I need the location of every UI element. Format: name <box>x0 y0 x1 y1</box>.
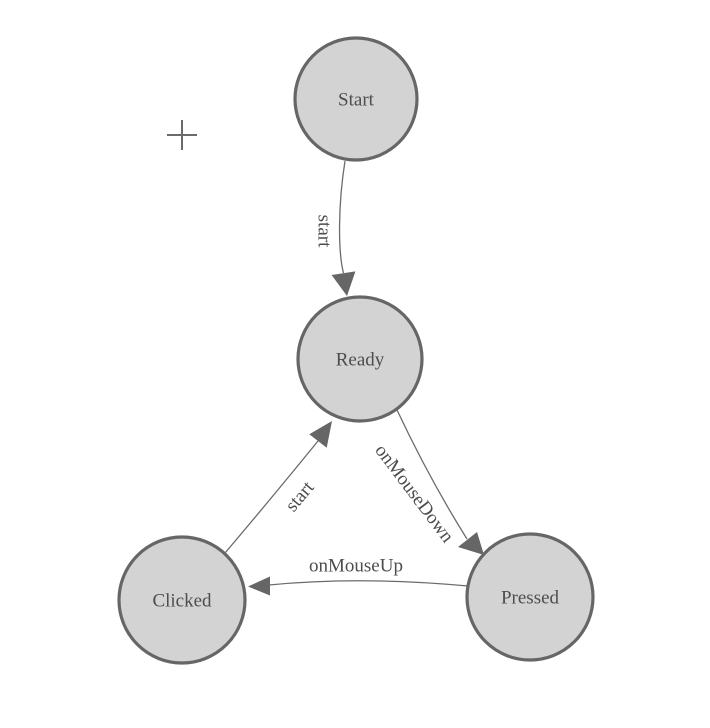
state-node-pressed[interactable]: Pressed <box>465 532 595 662</box>
state-node-start[interactable]: Start <box>293 36 419 162</box>
arrowhead-icon-ready-to-pressed <box>458 532 484 555</box>
transition-edge-clicked-to-ready[interactable] <box>224 440 319 554</box>
transition-label-start-to-ready: start <box>313 215 334 248</box>
state-circle-start[interactable] <box>293 36 419 162</box>
transition-pressed-to-clicked[interactable]: onMouseUp <box>248 556 469 596</box>
transition-label-clicked-to-ready: start <box>281 477 319 516</box>
state-circle-clicked[interactable] <box>117 535 247 665</box>
transition-edge-pressed-to-clicked[interactable] <box>268 580 469 587</box>
transition-edge-ready-to-pressed[interactable] <box>396 409 468 540</box>
transition-label-ready-to-pressed: onMouseDown <box>370 441 458 548</box>
transition-ready-to-pressed[interactable]: onMouseDown <box>370 409 484 555</box>
transition-label-pressed-to-clicked: onMouseUp <box>309 556 403 577</box>
state-node-clicked[interactable]: Clicked <box>117 535 247 665</box>
state-circle-pressed[interactable] <box>465 532 595 662</box>
transition-clicked-to-ready[interactable]: start <box>224 421 332 554</box>
state-node-ready[interactable]: Ready <box>296 295 424 423</box>
crosshair-cursor-icon <box>167 120 197 150</box>
state-circle-ready[interactable] <box>296 295 424 423</box>
arrowhead-icon-clicked-to-ready <box>309 421 332 448</box>
transition-edge-start-to-ready[interactable] <box>338 160 346 274</box>
arrowhead-icon-start-to-ready <box>331 271 356 296</box>
arrowhead-icon-pressed-to-clicked <box>248 576 270 596</box>
transition-start-to-ready[interactable]: start <box>313 160 356 296</box>
